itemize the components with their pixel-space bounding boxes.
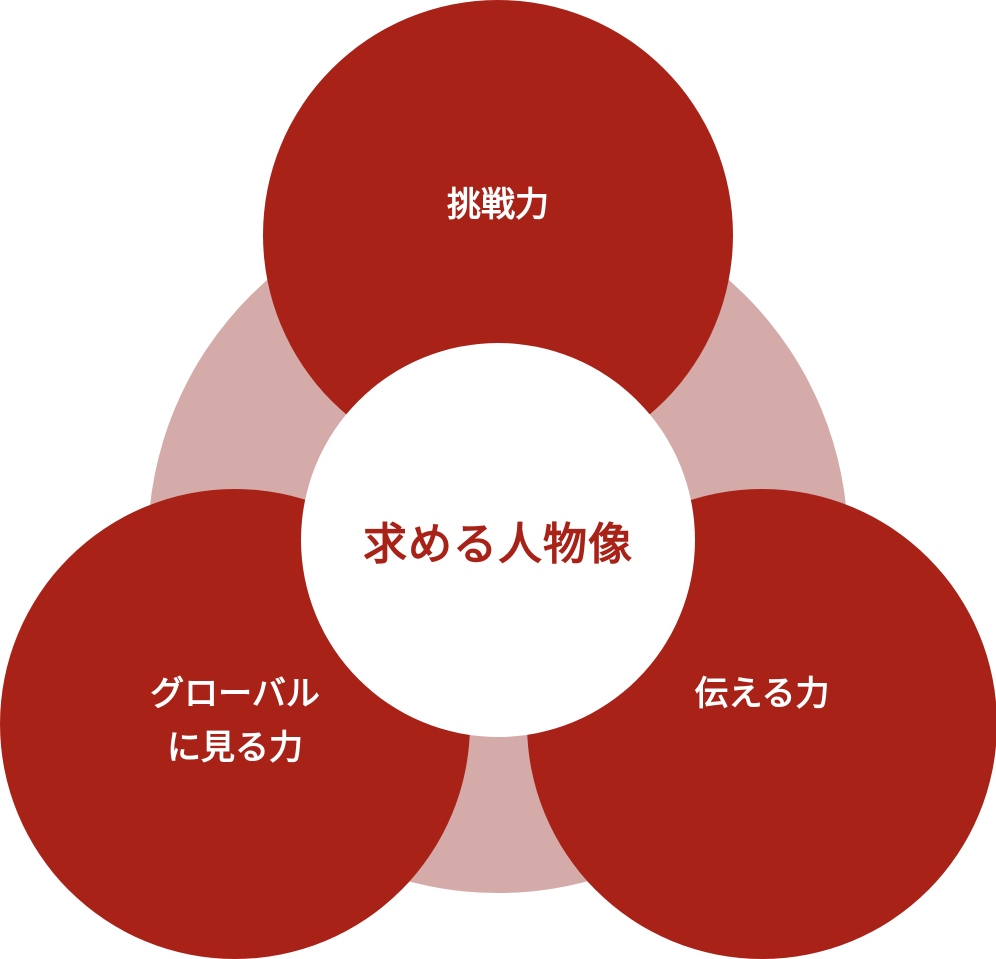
- node-left-label-line-2: に見る力: [167, 728, 303, 768]
- center-circle: 求める人物像: [301, 343, 695, 737]
- node-top-label: 挑戦力: [263, 178, 733, 232]
- node-left-label: グローバル に見る力: [0, 667, 470, 775]
- node-right-label-line-1: 伝える力: [694, 674, 830, 714]
- node-top-label-line-1: 挑戦力: [447, 185, 549, 225]
- node-left-label-line-1: グローバル: [150, 674, 320, 714]
- node-right-label: 伝える力: [527, 667, 996, 721]
- center-title: 求める人物像: [363, 519, 633, 570]
